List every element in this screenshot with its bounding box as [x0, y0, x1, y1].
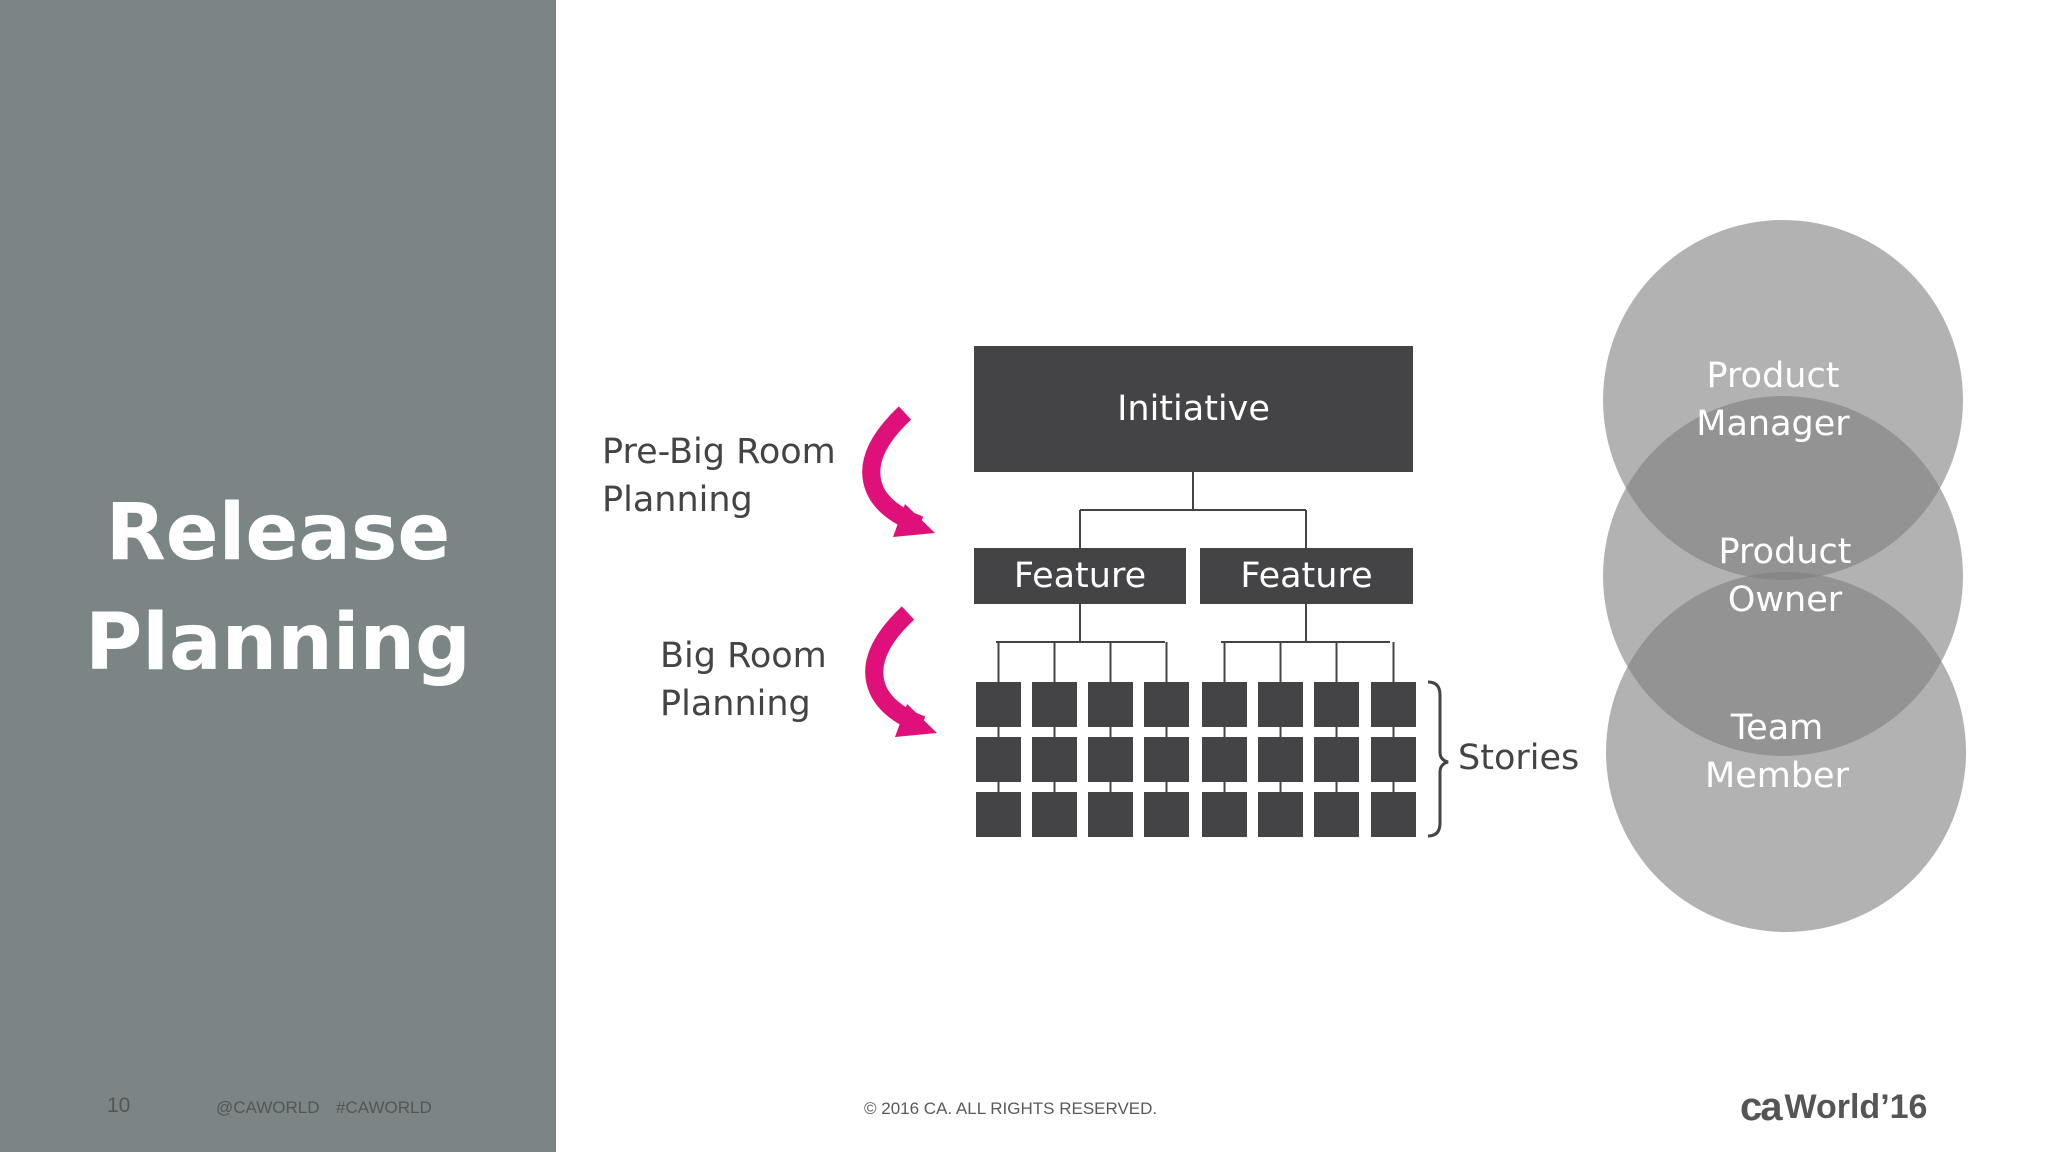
initiative-label: Initiative [1117, 389, 1270, 429]
story-box [976, 792, 1021, 837]
twitter-handle: @CAWORLD [216, 1098, 320, 1117]
story-box [1202, 792, 1247, 837]
venn-diagram [1603, 220, 1966, 932]
story-box [1032, 682, 1077, 727]
venn-circle-team-member [1606, 572, 1966, 932]
phase-label-pre-big-room: Pre-Big Room Planning [602, 432, 836, 520]
stories-label: Stories [1458, 738, 1580, 778]
story-box [1314, 682, 1359, 727]
feature-box-2 [1200, 548, 1413, 604]
slide-title: Release Planning [0, 478, 556, 698]
logo-event: World [1784, 1088, 1881, 1126]
curved-arrow-icon [865, 606, 937, 737]
stories-grid [976, 682, 1416, 837]
story-box [1371, 737, 1416, 782]
slide-title-line2: Planning [85, 598, 471, 688]
copyright: © 2016 CA. ALL RIGHTS RESERVED. [864, 1099, 1158, 1118]
story-box [1314, 737, 1359, 782]
story-box [1202, 737, 1247, 782]
phase-label-big-room: Big Room Planning [660, 636, 827, 724]
story-box [1314, 792, 1359, 837]
logo-year: ’16 [1880, 1088, 1928, 1126]
story-box [1144, 682, 1189, 727]
story-box [976, 737, 1021, 782]
story-box [1088, 682, 1133, 727]
feature-label-1: Feature [1013, 556, 1147, 596]
hashtag: #CAWORLD [336, 1098, 432, 1117]
venn-label-product-owner: Product Owner [1718, 532, 1852, 620]
story-box [1258, 792, 1303, 837]
story-box [1202, 682, 1247, 727]
feature-box-1 [974, 548, 1186, 604]
venn-label-team-member: Team Member [1705, 708, 1849, 796]
story-box [1144, 737, 1189, 782]
story-box [976, 682, 1021, 727]
feature-label-2: Feature [1240, 556, 1373, 596]
initiative-box [974, 346, 1413, 472]
stories-brace [1427, 680, 1449, 838]
story-box [1032, 737, 1077, 782]
story-box [1371, 682, 1416, 727]
story-box [1258, 682, 1303, 727]
story-box [1088, 792, 1133, 837]
curved-arrow-icon [862, 406, 935, 537]
page-number: 10 [107, 1094, 131, 1117]
story-box [1258, 737, 1303, 782]
slide-title-line1: Release [105, 488, 451, 578]
logo-brand: ca [1740, 1085, 1782, 1129]
venn-label-product-manager: Product Manager [1696, 356, 1850, 444]
story-box [1088, 737, 1133, 782]
story-box [1371, 792, 1416, 837]
title-panel: Release Planning 10 @CAWORLD #CAWORLD [0, 0, 556, 1152]
story-box [1144, 792, 1189, 837]
story-box [1032, 792, 1077, 837]
connector-lines [996, 472, 1395, 815]
